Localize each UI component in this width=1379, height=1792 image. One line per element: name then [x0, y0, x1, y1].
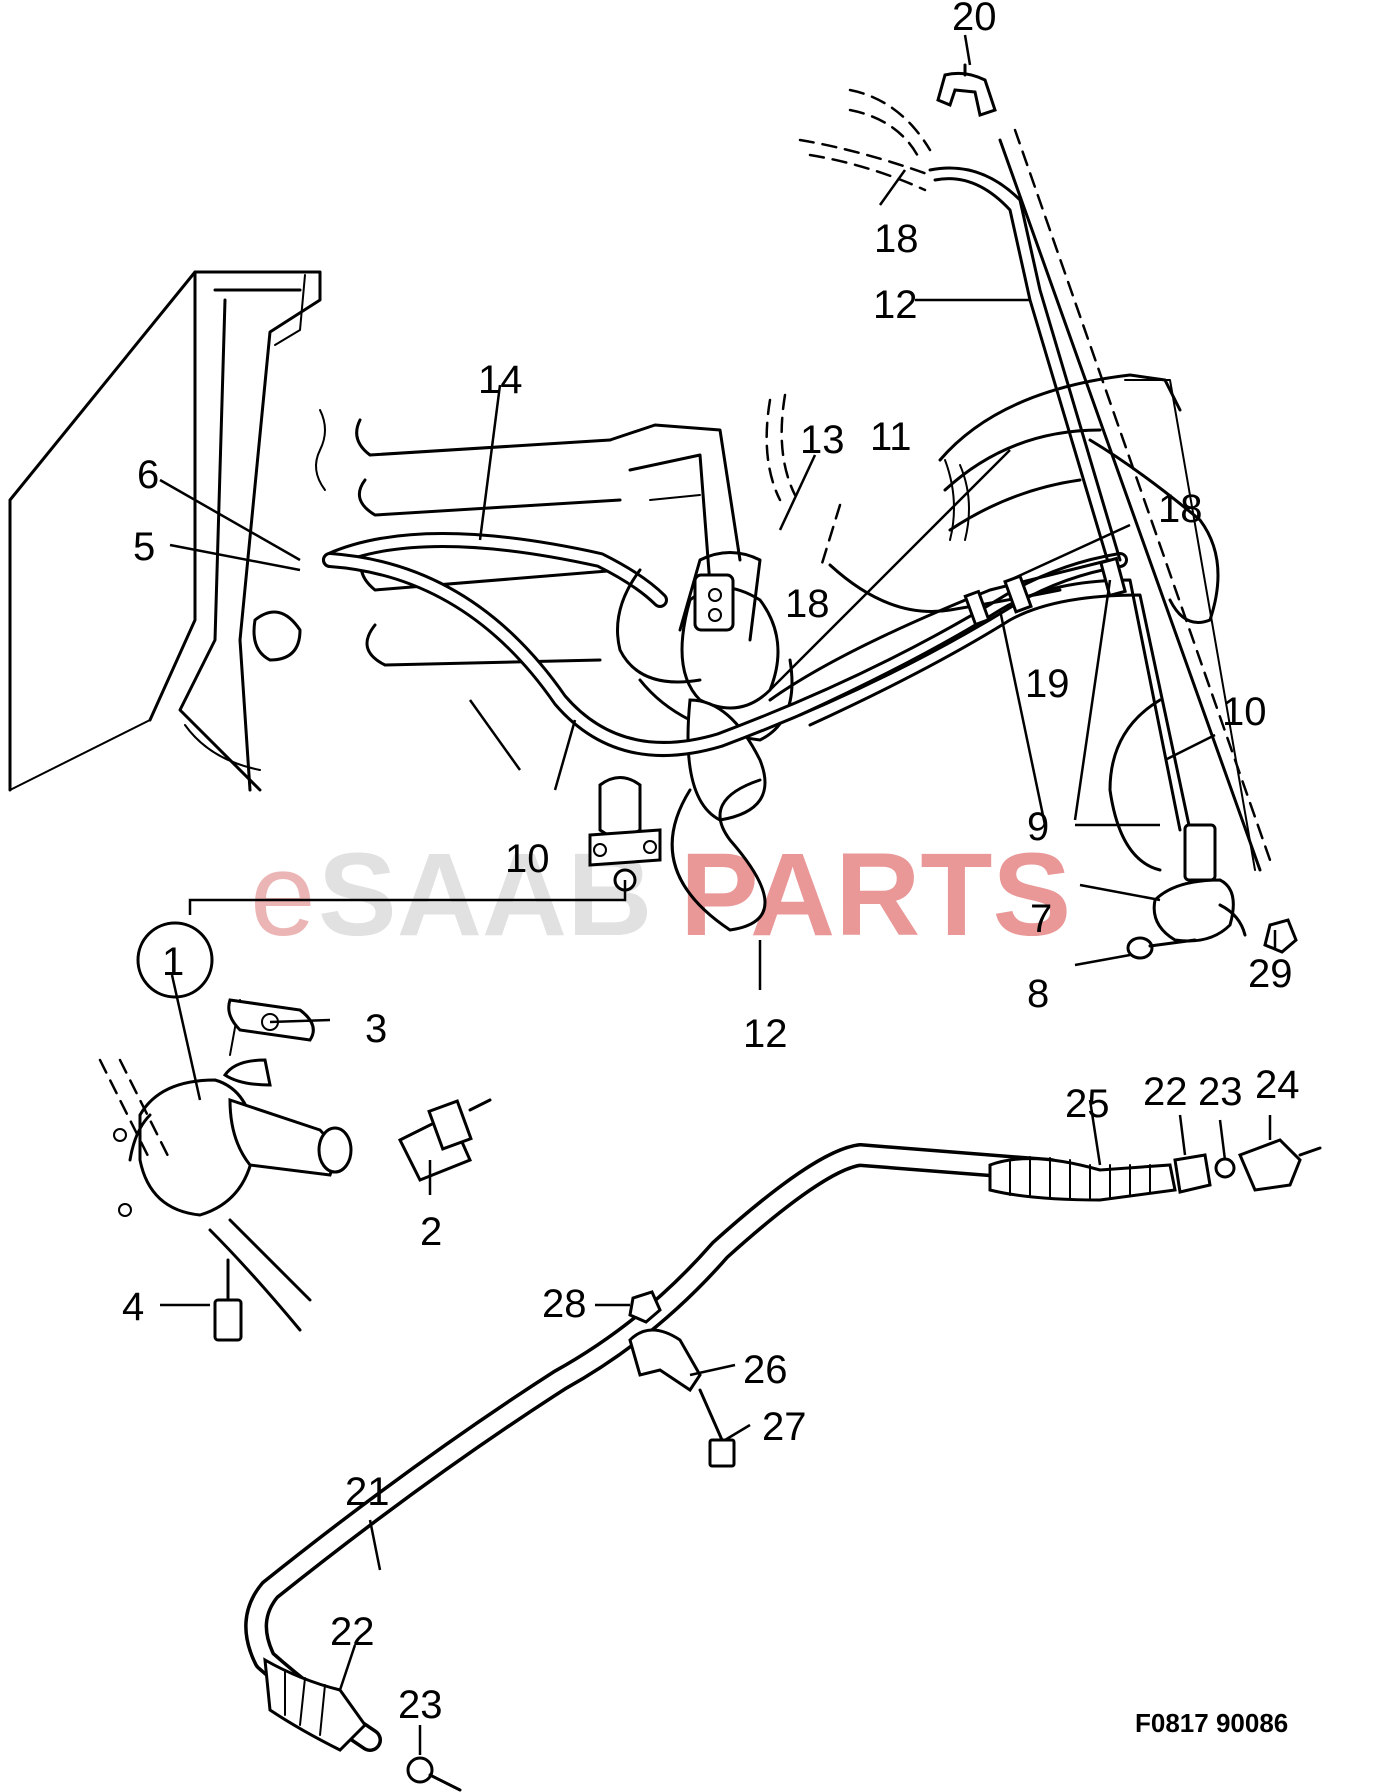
label-19: 19 — [1025, 662, 1070, 706]
label-21: 21 — [345, 1470, 390, 1514]
watermark-parts: PARTS — [680, 829, 1071, 961]
engine-manifold — [355, 418, 794, 822]
vacuum-pipe-21 — [244, 1143, 1062, 1752]
part-1-callout — [136, 921, 214, 999]
bolt-4 — [213, 1258, 243, 1342]
label-24: 24 — [1255, 1063, 1300, 1107]
label-12b: 12 — [743, 1012, 788, 1056]
vacuum-pump-lower — [98, 998, 353, 1332]
label-27: 27 — [762, 1405, 807, 1449]
air-intake-tube — [938, 373, 1220, 624]
label-10b: 10 — [1222, 690, 1267, 734]
check-valve — [1152, 823, 1247, 943]
label-23b: 23 — [398, 1683, 443, 1727]
fitting-2 — [397, 1098, 492, 1182]
radiator-panel — [8, 270, 326, 792]
lower-hose-sleeve — [263, 1657, 462, 1792]
label-8: 8 — [1027, 972, 1049, 1016]
label-18c: 18 — [785, 582, 830, 626]
vacuum-pump-upper — [588, 776, 662, 892]
label-22b: 22 — [330, 1610, 375, 1654]
label-20: 20 — [952, 0, 997, 39]
label-11: 11 — [870, 415, 912, 459]
label-2: 2 — [420, 1210, 442, 1254]
label-6: 6 — [137, 453, 159, 497]
figure-code: F0817 90086 — [1135, 1708, 1288, 1738]
label-26: 26 — [743, 1348, 788, 1392]
pipe-bracket — [628, 1290, 736, 1468]
hose-25 — [988, 1138, 1322, 1202]
hose-clips — [963, 556, 1127, 627]
label-25: 25 — [1065, 1082, 1110, 1126]
label-1: 1 — [162, 940, 184, 984]
part-labels: 1 2 3 4 5 6 7 8 9 10 10 11 12 12 13 14 1… — [122, 0, 1300, 1727]
watermark-e: e — [250, 829, 316, 961]
leader-lines — [159, 34, 1277, 1755]
label-28: 28 — [542, 1282, 587, 1326]
clip-20 — [936, 63, 997, 117]
label-13: 13 — [800, 418, 845, 462]
label-23a: 23 — [1198, 1070, 1243, 1114]
label-18a: 18 — [874, 217, 919, 261]
vacuum-hoses — [322, 166, 1192, 932]
fender-edge — [998, 128, 1272, 872]
label-3: 3 — [365, 1007, 387, 1051]
screw-and-nut — [1126, 918, 1298, 960]
label-4: 4 — [122, 1285, 144, 1329]
label-14: 14 — [478, 358, 523, 402]
upper-dashed-hoses — [765, 88, 932, 572]
label-12a: 12 — [873, 283, 918, 327]
label-29: 29 — [1248, 952, 1293, 996]
label-9: 9 — [1027, 805, 1049, 849]
label-5: 5 — [133, 525, 155, 569]
label-10a: 10 — [505, 837, 550, 881]
label-22a: 22 — [1143, 1070, 1188, 1114]
label-7: 7 — [1030, 897, 1052, 941]
label-18b: 18 — [1158, 487, 1203, 531]
